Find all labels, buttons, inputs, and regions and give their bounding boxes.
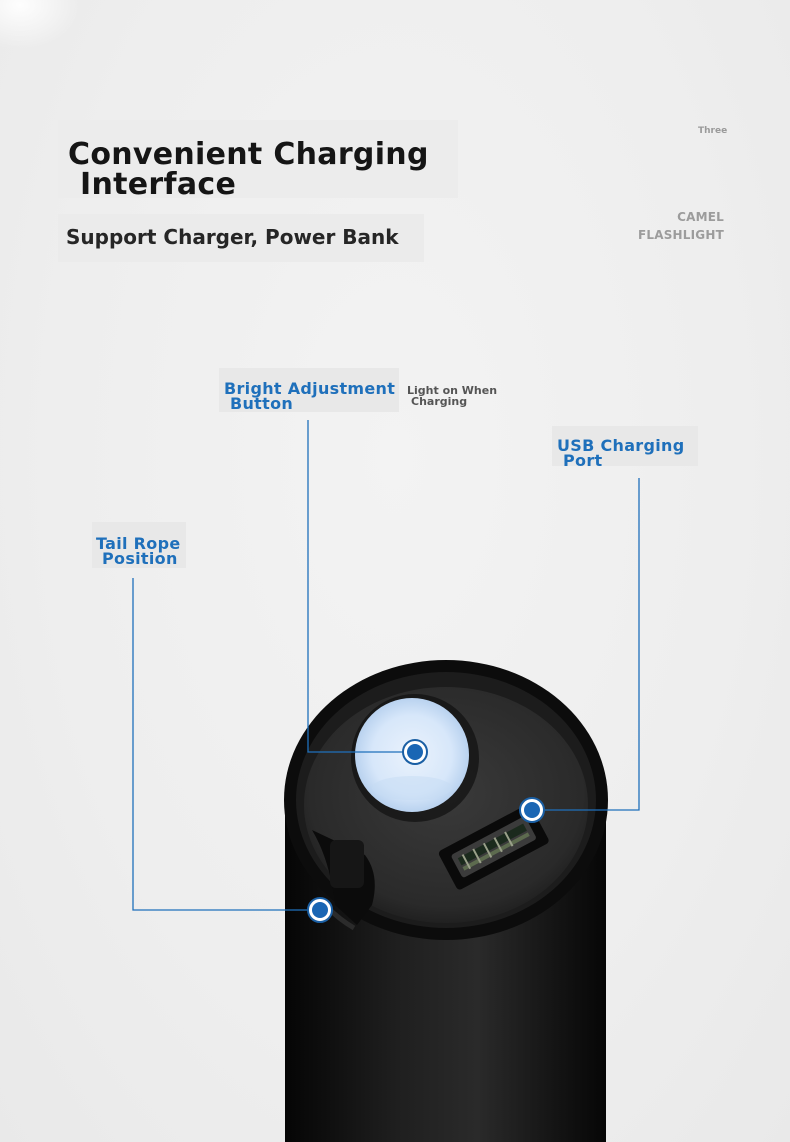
callout-lines [132, 420, 640, 911]
corner-small-text: Three [698, 126, 728, 136]
tail-rope-slot [312, 830, 375, 931]
usb-port-leader [544, 478, 640, 811]
bright-button-leader [307, 420, 404, 753]
bright-label-backdrop [219, 368, 399, 412]
tail-label-line-1: Tail Rope [96, 534, 181, 553]
brand-line-2: FLASHLIGHT [637, 228, 724, 242]
usb-label-line-1: USB Charging [557, 436, 685, 455]
title-line-1: Convenient Charging [68, 137, 429, 172]
bright-label-line-1: Bright Adjustment [224, 379, 396, 398]
usb-port-label: USB Charging Port [557, 436, 685, 470]
callout-dot-icon [307, 739, 545, 923]
note-line-2: Charging [411, 395, 468, 408]
brand-line-1: CAMEL [677, 210, 724, 224]
bright-label-line-2: Button [230, 394, 294, 413]
note-line-1: Light on When [407, 384, 498, 397]
title-line-2: Interface [80, 167, 237, 202]
page-title: Convenient Charging Interface [68, 140, 429, 200]
brand-name: CAMEL FLASHLIGHT [638, 208, 724, 244]
light-glare [0, 0, 80, 50]
tail-label-backdrop [92, 522, 186, 568]
tail-label-line-2: Position [102, 549, 178, 568]
micro-usb-port-icon [438, 804, 549, 890]
bright-button-label: Bright Adjustment Button [224, 379, 396, 413]
subtitle-backdrop [58, 214, 424, 262]
tail-rope-label: Tail Rope Position [96, 534, 181, 568]
title-backdrop [58, 120, 458, 198]
usb-label-line-2: Port [563, 451, 603, 470]
usb-label-backdrop [552, 426, 698, 466]
charging-light-note: Light on When Charging [407, 385, 497, 407]
tail-rope-leader [132, 578, 310, 911]
page-subtitle: Support Charger, Power Bank [66, 225, 399, 249]
